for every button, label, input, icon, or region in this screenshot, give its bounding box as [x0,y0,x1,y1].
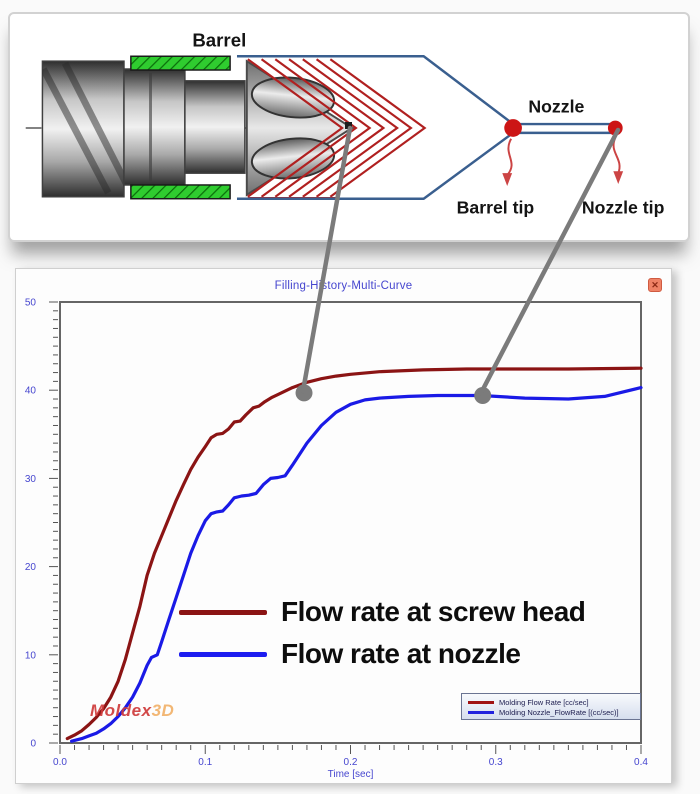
screw-shank [41,60,246,198]
nozzle-tip-dot [607,120,623,136]
curve-annotations: Flow rate at screw head Flow rate at noz… [179,596,586,669]
y-tick-label: 20 [25,562,37,573]
moldex3d-watermark: Moldex3D [90,701,174,721]
barrel-wall-bottom [130,184,231,200]
screw-tip [245,59,354,197]
nozzle-label: Nozzle [528,96,584,116]
legend-label-nozzle-flow-rate: Molding Nozzle_FlowRate [(cc/sec)] [499,707,619,717]
tip-arrows [502,137,624,186]
screw-head-line-swatch [179,609,267,615]
nozzle-tip-label: Nozzle tip [582,197,665,217]
y-tick-label: 30 [25,474,37,485]
y-tick-label: 40 [25,386,37,397]
screw-head-annotation-label: Flow rate at screw head [281,596,586,627]
legend-swatch-blue [468,710,494,714]
annotation-screw-head: Flow rate at screw head [179,596,586,627]
annotation-nozzle: Flow rate at nozzle [179,638,585,669]
watermark-part2: 3D [151,701,175,720]
barrel-outline [236,55,616,200]
barrel-diagram-panel: Barrel Nozzle Barrel tip Nozzle tip [8,12,690,242]
legend-item-nozzle-flow-rate: Molding Nozzle_FlowRate [(cc/sec)] [468,707,634,717]
y-tick-label: 0 [30,739,36,750]
x-tick-label: 0.2 [344,757,358,768]
legend-item-flow-rate: Molding Flow Rate [cc/sec] [468,697,634,707]
y-tick-label: 50 [25,298,37,309]
legend-swatch-red [468,700,494,704]
barrel-wall-top [130,55,231,71]
nozzle-line-swatch [179,651,267,657]
legend-label-flow-rate: Molding Flow Rate [cc/sec] [499,697,589,707]
watermark-part1: Moldex [90,701,152,720]
barrel-diagram: Barrel Nozzle Barrel tip Nozzle tip [25,29,665,217]
x-tick-label: 0.1 [198,757,212,768]
melt-chevrons [247,58,427,200]
x-tick-label: 0.3 [489,757,503,768]
chart-legend: Molding Flow Rate [cc/sec] Molding Nozzl… [461,693,641,720]
barrel-tip-dot [504,119,522,137]
x-tick-label: 0.0 [53,757,67,768]
flow-rate-nozzle-curve [69,385,643,743]
close-button[interactable]: ✕ [648,278,662,292]
close-icon: ✕ [651,280,659,290]
curve-marker-dot [474,386,492,404]
y-tick-label: 10 [25,650,37,661]
curve-marker-dot [295,384,313,402]
barrel-tip-label: Barrel tip [457,197,535,217]
nozzle-annotation-label: Flow rate at nozzle [281,638,521,669]
x-axis-title: Time [sec] [328,769,374,780]
barrel-label: Barrel [192,29,246,50]
x-tick-label: 0.4 [634,757,648,768]
